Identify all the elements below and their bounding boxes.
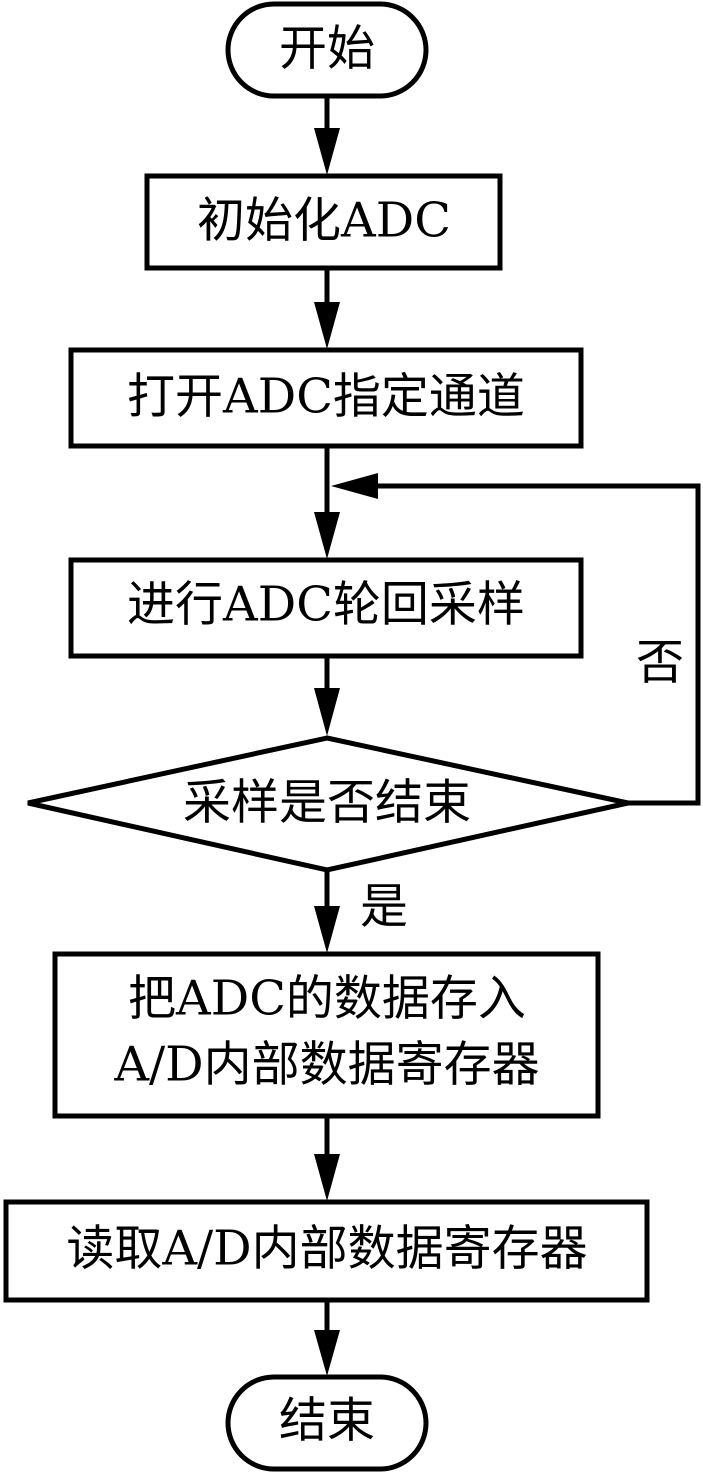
arrow-yes: [314, 870, 340, 953]
arrow-open-to-sampling: [314, 446, 340, 559]
open-channel-node: 打开ADC指定通道: [68, 347, 584, 449]
init-adc-node: 初始化ADC: [144, 173, 503, 271]
yes-label: 是: [360, 879, 408, 935]
end-node: 结束: [225, 1374, 429, 1472]
round-sampling-label: 进行ADC轮回采样: [127, 577, 525, 633]
arrow-sampling-to-decision: [314, 656, 340, 736]
store-data-label-line1: 把ADC的数据存入: [128, 971, 526, 1027]
arrow-no-loop: [331, 473, 701, 806]
arrow-store-to-read: [314, 1116, 340, 1201]
end-label: 结束: [279, 1393, 375, 1449]
decision-node: 采样是否结束: [27, 735, 629, 873]
no-label: 否: [636, 635, 684, 691]
start-label: 开始: [279, 21, 375, 77]
init-adc-label: 初始化ADC: [197, 193, 451, 249]
arrow-start-to-init: [314, 96, 340, 175]
read-register-node: 读取A/D内部数据寄存器: [3, 1199, 650, 1303]
open-channel-label: 打开ADC指定通道: [127, 369, 525, 425]
arrow-read-to-end: [314, 1300, 340, 1376]
decision-label: 采样是否结束: [183, 775, 471, 831]
store-data-label-line2: A/D内部数据寄存器: [113, 1037, 539, 1093]
store-data-node: 把ADC的数据存入 A/D内部数据寄存器: [52, 951, 601, 1119]
read-register-label: 读取A/D内部数据寄存器: [66, 1221, 587, 1277]
arrow-init-to-open: [314, 268, 340, 349]
start-node: 开始: [225, 1, 429, 99]
round-sampling-node: 进行ADC轮回采样: [68, 557, 584, 659]
